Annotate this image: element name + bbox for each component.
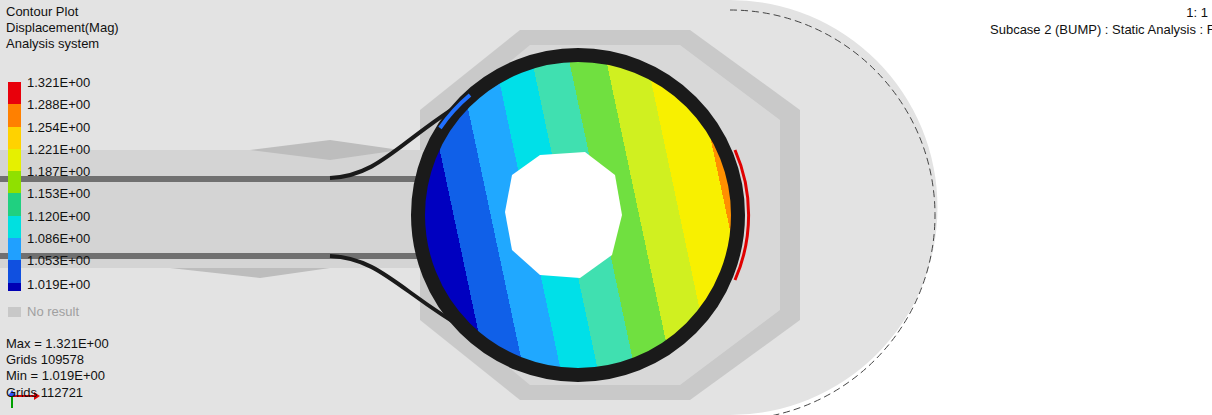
legend-value: 1.187E+00 [27, 165, 90, 179]
legend-value: 1.321E+00 [27, 76, 90, 90]
legend-value: 1.221E+00 [27, 143, 90, 157]
coordinate-system: Analysis system [6, 36, 99, 51]
legend-value: 1.086E+00 [27, 232, 90, 246]
result-type: Displacement(Mag) [6, 20, 119, 35]
zoom-ratio: 1: 1 [1186, 5, 1208, 20]
legend-value: 1.120E+00 [27, 210, 90, 224]
legend-value: 1.153E+00 [27, 187, 90, 201]
legend-swatch [8, 260, 21, 282]
legend-row: 1.019E+00 [8, 283, 90, 293]
min-value: Min = 1.019E+00 [6, 368, 105, 383]
legend-swatch [8, 283, 21, 291]
legend-value: 1.254E+00 [27, 121, 90, 135]
legend-swatch [8, 127, 21, 149]
max-grid: Grids 109578 [6, 352, 84, 367]
legend-swatch [8, 171, 21, 193]
legend-value: 1.053E+00 [27, 254, 90, 268]
min-grid: Grids 112721 [6, 385, 83, 400]
legend-swatch [8, 238, 21, 260]
legend-swatch [8, 82, 21, 104]
legend-swatch [8, 193, 21, 215]
legend-swatch [8, 149, 21, 171]
legend-swatch [8, 104, 21, 126]
legend-row: No result [8, 305, 90, 319]
legend-value: 1.288E+00 [27, 98, 90, 112]
color-legend: 1.321E+001.288E+001.254E+001.221E+001.18… [8, 82, 90, 319]
subcase-title: Subcase 2 (BUMP) : Static Analysis : Fra… [990, 22, 1212, 37]
legend-value: No result [27, 305, 79, 319]
plot-title: Contour Plot [6, 4, 78, 19]
legend-swatch [8, 307, 21, 317]
max-value: Max = 1.321E+00 [6, 336, 109, 351]
legend-swatch [8, 216, 21, 238]
legend-value: 1.019E+00 [27, 278, 90, 292]
